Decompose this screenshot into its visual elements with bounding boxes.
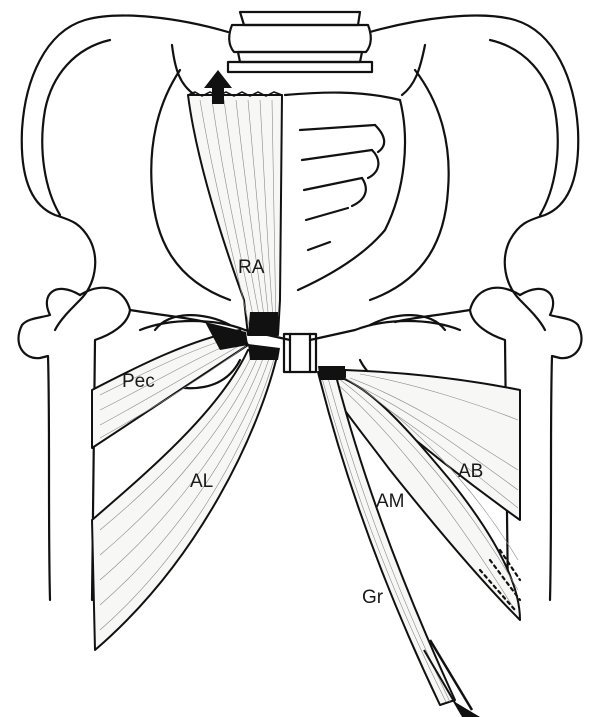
label-rectus-abdominis: RA — [238, 257, 265, 278]
arrow-up-icon — [204, 70, 232, 104]
sacrum — [283, 91, 407, 292]
pelvic-inlet — [150, 68, 450, 302]
label-adductor-magnus: AM — [376, 491, 405, 512]
adductor-longus-muscle — [91, 344, 280, 651]
label-gracilis: Gr — [362, 587, 384, 608]
pelvis-bone — [20, 14, 580, 332]
left-iliac-wing — [20, 14, 230, 332]
inner-rim — [170, 43, 427, 97]
pectineus-muscle — [91, 322, 249, 449]
lumbar-vertebra — [226, 10, 374, 74]
rectus-abdominis-muscle — [187, 91, 283, 336]
right-iliac-wing — [368, 14, 580, 332]
label-pectineus: Pec — [122, 371, 155, 392]
left-iliac-crest-inner — [41, 38, 112, 217]
label-adductor-longus: AL — [190, 471, 214, 492]
label-adductor-brevis: AB — [458, 461, 484, 482]
arrow-down-right-icon — [423, 639, 480, 717]
pubic-symphysis — [282, 332, 318, 374]
adductor-magnus-muscle — [319, 371, 522, 621]
right-iliac-crest-inner — [488, 38, 559, 217]
